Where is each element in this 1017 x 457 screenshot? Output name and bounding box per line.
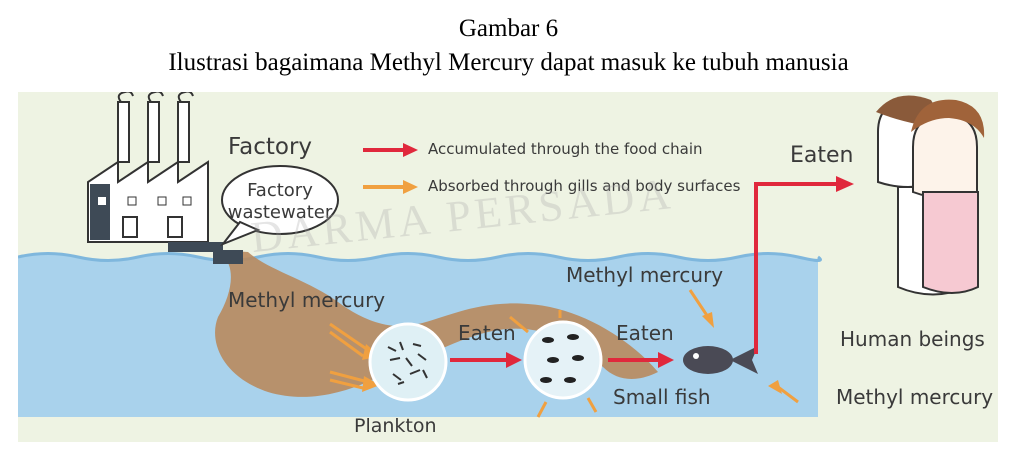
- figure-caption: Ilustrasi bagaimana Methyl Mercury dapat…: [0, 48, 1017, 78]
- legend-orange-label: Absorbed through gills and body surfaces: [428, 177, 741, 195]
- eaten-label-1: Eaten: [458, 321, 516, 345]
- small-fish-circle: [525, 322, 601, 398]
- factory-label: Factory: [228, 134, 312, 160]
- wastewater-label-line2: wastewater: [228, 202, 333, 223]
- plankton-circle: [370, 324, 446, 400]
- methyl-mercury-left-label: Methyl mercury: [228, 288, 385, 312]
- methyl-mercury-top-label: Methyl mercury: [566, 263, 723, 287]
- figure-number: Gambar 6: [0, 14, 1017, 44]
- small-fish-label: Small fish: [613, 385, 711, 409]
- human-beings-label: Human beings: [840, 327, 985, 351]
- methyl-mercury-right-label: Methyl mercury: [836, 385, 993, 409]
- legend-red-label: Accumulated through the food chain: [428, 140, 703, 158]
- methyl-mercury-illustration: Factory Factory wastewater Accumulated t…: [18, 92, 998, 442]
- eaten-label-2: Eaten: [616, 321, 674, 345]
- wastewater-label-line1: Factory: [247, 180, 313, 201]
- eaten-top-label: Eaten: [790, 143, 854, 168]
- plankton-label: Plankton: [354, 415, 437, 437]
